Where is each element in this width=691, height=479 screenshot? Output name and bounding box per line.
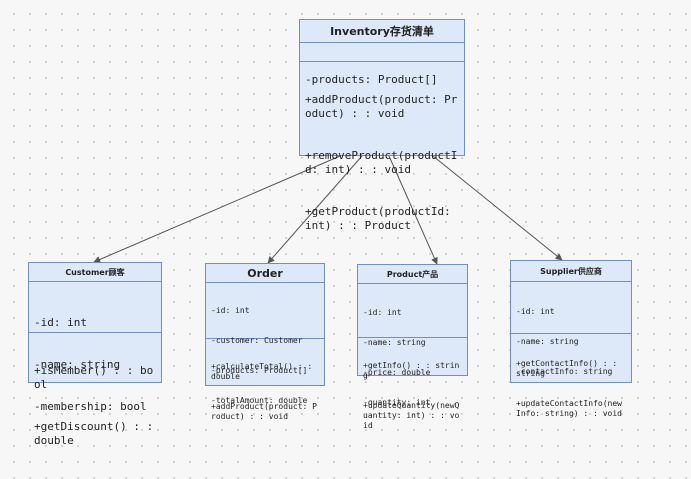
operations-section: +addProduct(product: Product) : : void +…	[300, 62, 464, 264]
operation: +getInfo() : : string	[363, 361, 460, 380]
attributes-section: -id: int -name: string -contactInfo: str…	[511, 282, 631, 376]
attribute: -id: int	[34, 316, 87, 329]
class-name: Product产品	[358, 265, 467, 284]
class-inventory[interactable]: Inventory存货清单 -products: Product[] +addP…	[299, 19, 465, 232]
operation: +isMember() : : bool	[34, 364, 154, 391]
attribute: -products: Product[]	[305, 73, 438, 86]
class-customer[interactable]: Customer顾客 -id: int -name: string -membe…	[28, 262, 162, 447]
class-name: Customer顾客	[29, 263, 161, 282]
attributes-section: -id: int -customer: Customer -products: …	[206, 283, 324, 405]
operation: +addProduct(product: Product) : : void	[211, 402, 317, 421]
attributes-section: -products: Product[]	[300, 43, 464, 86]
attribute: -quantity: int	[363, 398, 431, 407]
operation: +calculateTotal() : : double	[211, 362, 317, 381]
attribute: -id: int	[363, 308, 402, 317]
operation: +getDiscount() : : double	[34, 420, 160, 447]
attribute: -price: double	[363, 368, 431, 377]
attribute: -membership: bool	[34, 400, 147, 413]
attribute: -customer: Customer	[211, 336, 303, 345]
attribute: -name: string	[34, 358, 121, 371]
operation: +getContactInfo() : : string	[516, 359, 622, 378]
class-product[interactable]: Product产品 -id: int -name: string -price:…	[357, 264, 468, 430]
class-supplier[interactable]: Supplier供应商 -id: int -name: string -cont…	[510, 260, 632, 418]
class-name: Order	[206, 264, 324, 283]
operation: +updateQuantity(newQuantity: int) : : vo…	[363, 401, 460, 430]
operation: +getProduct(productId: int) : : Product	[305, 205, 458, 232]
attributes-section: -id: int -name: string -price: double -q…	[358, 284, 467, 407]
attribute: -totalAmount: double	[211, 396, 308, 405]
attribute: -id: int	[211, 306, 250, 315]
operation: +updateContactInfo(newInfo: string) : : …	[516, 399, 622, 418]
operations-section: +getContactInfo() : : string +updateCont…	[511, 334, 631, 442]
attribute: -products: Product[]	[211, 366, 308, 375]
operations-section: +calculateTotal() : : double +addProduct…	[206, 339, 324, 445]
attribute: -name: string	[363, 338, 426, 347]
class-name: Inventory存货清单	[300, 20, 464, 43]
operation: +removeProduct(productId: int) : : void	[305, 149, 458, 176]
operation: +addProduct(product: Product) : : void	[305, 93, 458, 120]
class-name: Supplier供应商	[511, 261, 631, 282]
attribute: -id: int	[516, 307, 555, 316]
attributes-section: -id: int -name: string -membership: bool	[29, 282, 161, 413]
attribute: -name: string	[516, 337, 579, 346]
class-order[interactable]: Order -id: int -customer: Customer -prod…	[205, 263, 325, 421]
operations-section: +getInfo() : : string +updateQuantity(ne…	[358, 338, 467, 454]
attribute: -contactInfo: string	[516, 367, 613, 376]
